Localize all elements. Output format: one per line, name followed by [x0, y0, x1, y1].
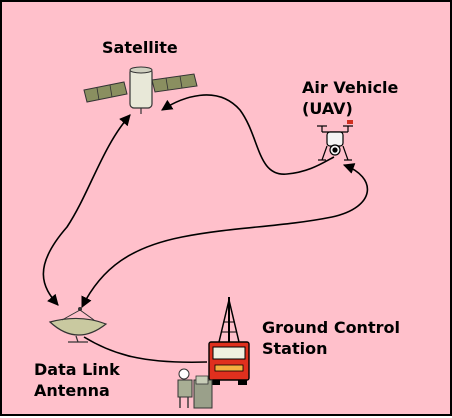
air-vehicle-label: Air Vehicle (UAV) — [302, 77, 398, 119]
link-satellite-antenna — [42, 114, 131, 306]
ground-control-label: Ground Control Station — [262, 317, 400, 359]
link-uav-antenna — [81, 163, 369, 309]
data-link-label: Data Link Antenna — [34, 359, 120, 401]
data-link-label-line2: Antenna — [34, 381, 110, 400]
satellite-icon — [83, 66, 198, 114]
air-vehicle-label-line2: (UAV) — [302, 99, 353, 118]
ground-control-truck-icon — [208, 297, 250, 385]
ground-control-label-line2: Station — [262, 339, 328, 358]
satellite-dish-icon — [48, 307, 108, 343]
air-vehicle-label-line1: Air Vehicle — [302, 78, 399, 97]
link-antenna-ground-station — [83, 336, 208, 364]
ground-control-label-line1: Ground Control — [262, 318, 400, 337]
operator-workstation-icon — [177, 368, 213, 409]
satellite-label: Satellite — [102, 38, 178, 57]
drone-icon — [317, 120, 353, 161]
data-link-label-line1: Data Link — [34, 360, 120, 379]
